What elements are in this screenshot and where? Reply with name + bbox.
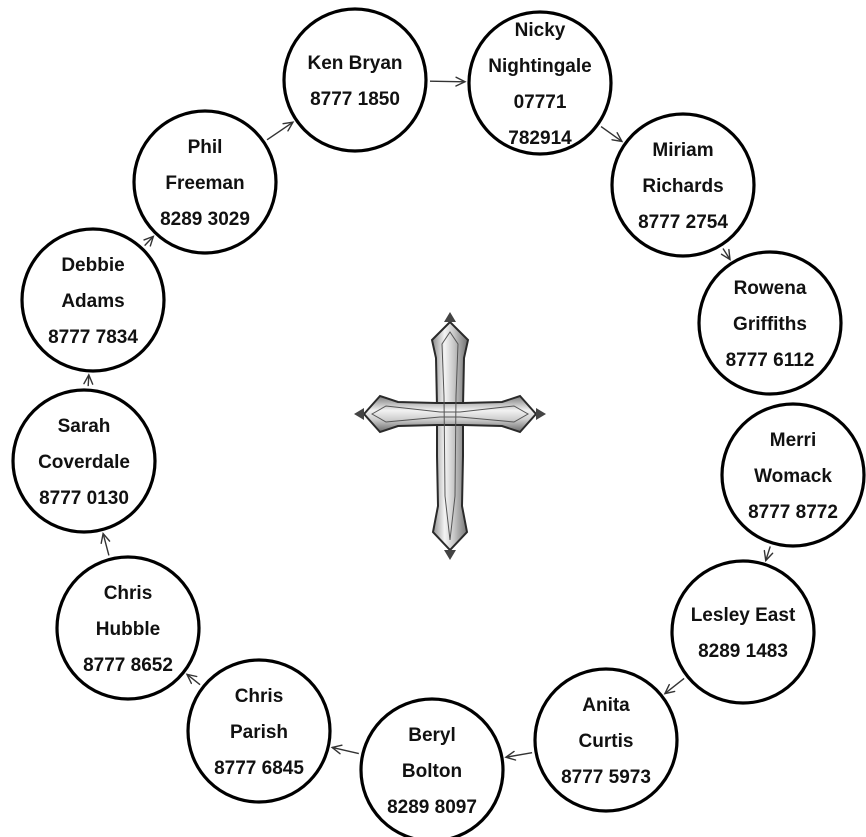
node-ken-bryan: Ken Bryan 8777 1850	[284, 9, 426, 151]
node-label-line: Sarah	[58, 416, 111, 437]
node-label-line: Merri	[770, 430, 816, 451]
node-label-line: 8289 1483	[698, 641, 788, 662]
node-label-line: Richards	[642, 176, 723, 197]
node-circle	[672, 561, 814, 703]
node-label-line: 8289 8097	[387, 797, 477, 818]
node-label-line: 8777 6845	[214, 758, 304, 779]
node-lesley-east: Lesley East 8289 1483	[672, 561, 814, 703]
node-label-line: Bolton	[402, 761, 462, 782]
node-label-line: Womack	[754, 466, 832, 487]
node-label-line: Chris	[104, 583, 153, 604]
node-label-line: Parish	[230, 722, 288, 743]
node-label-line: Hubble	[96, 619, 160, 640]
node-label-line: Lesley East	[691, 605, 796, 626]
node-label-line: Coverdale	[38, 452, 130, 473]
node-label-line: Nightingale	[488, 56, 591, 77]
arrow-head	[722, 250, 730, 260]
node-label-line: 8777 8652	[83, 655, 173, 676]
node-label-line: Miriam	[652, 140, 713, 161]
arrow-head	[283, 122, 293, 131]
node-label-line: Beryl	[408, 725, 456, 746]
node-label-line: Chris	[235, 686, 284, 707]
arrow-connector	[267, 122, 293, 140]
node-label-line: 8777 8772	[748, 502, 838, 523]
cross-icon	[354, 312, 546, 560]
node-label-line: 8777 1850	[310, 89, 400, 110]
node-circle	[284, 9, 426, 151]
node-label-line: Anita	[582, 695, 630, 716]
node-label-line: Adams	[61, 291, 124, 312]
node-label-line: Phil	[188, 137, 223, 158]
arrow-connector	[601, 127, 622, 142]
node-label-line: 8777 0130	[39, 488, 129, 509]
node-label-line: 8777 6112	[726, 350, 815, 371]
arrow-head	[612, 133, 622, 142]
node-label-line: Griffiths	[733, 314, 807, 335]
arrow-connector	[430, 81, 465, 82]
node-label-line: 07771	[514, 92, 567, 113]
node-label-line: Ken Bryan	[307, 53, 402, 74]
node-label-line: Freeman	[165, 173, 244, 194]
node-label-line: Nicky	[515, 20, 566, 41]
node-label-line: Curtis	[579, 731, 634, 752]
node-label-line: 8777 5973	[561, 767, 651, 788]
node-label-line: 8289 3029	[160, 209, 250, 230]
node-label-line: 8777 7834	[48, 327, 138, 348]
node-label-line: 782914	[508, 128, 572, 149]
node-label-line: 8777 2754	[638, 212, 728, 233]
node-label-line: Debbie	[61, 255, 124, 276]
node-label-line: Rowena	[734, 278, 807, 299]
